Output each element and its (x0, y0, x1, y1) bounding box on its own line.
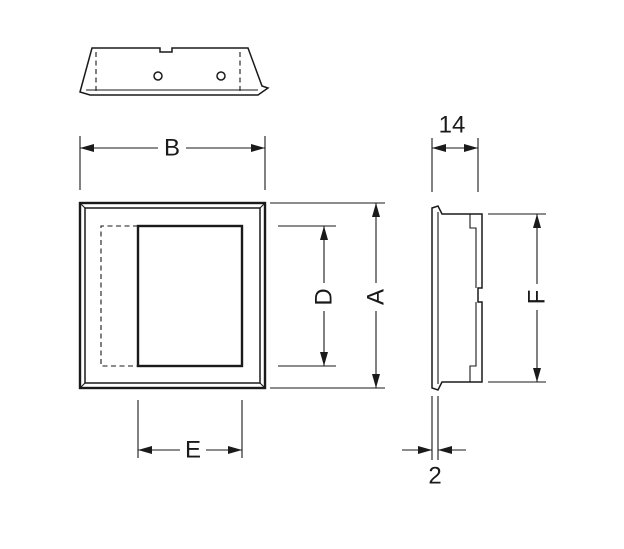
dim-e-arrow-right (228, 446, 242, 454)
top-view-hole-left (153, 71, 163, 81)
dim-e-arrow-left (138, 446, 152, 454)
top-view (79, 47, 270, 96)
front-hidden-recess (100, 225, 138, 367)
dim-a-arrow-bottom (372, 374, 380, 388)
dim-d-arrow-top (320, 226, 328, 240)
dim-b-arrow-left (80, 144, 94, 152)
front-opening (136, 224, 244, 368)
top-view-hole-right (216, 71, 226, 81)
side-view-outline (431, 205, 483, 391)
front-inner-frame (84, 207, 261, 384)
top-view-outline (79, 47, 270, 96)
side-view (431, 205, 483, 391)
dim-d-label: D (311, 288, 338, 305)
dim-flange-label: 2 (428, 463, 441, 490)
dim-e-label: E (185, 437, 201, 464)
side-bottom-step (469, 302, 477, 382)
dim-b-arrow-right (251, 144, 265, 152)
frame-bevel-tl (79, 202, 86, 209)
front-view (78, 201, 267, 390)
dim-flange-arrow-left (418, 446, 432, 454)
dim-d-arrow-bottom (320, 352, 328, 366)
dim-a-arrow-top (372, 203, 380, 217)
frame-bevel-bl (79, 382, 86, 389)
dim-f-label: F (524, 290, 551, 305)
side-top-step (469, 214, 477, 288)
dim-flange-arrow-right (438, 446, 452, 454)
dim-f-arrow-top (533, 214, 541, 228)
dim-b-label: B (164, 135, 180, 162)
dimension-lines: B A D E F (79, 112, 551, 490)
dim-a-label: A (363, 289, 390, 305)
frame-bevel-tr (259, 202, 266, 209)
dim-depth-arrow-right (464, 144, 478, 152)
dim-depth-arrow-left (432, 144, 446, 152)
dim-f-arrow-bottom (533, 368, 541, 382)
front-outer-frame (78, 201, 267, 390)
frame-bevel-br (259, 382, 266, 389)
dim-depth-label: 14 (439, 112, 466, 139)
